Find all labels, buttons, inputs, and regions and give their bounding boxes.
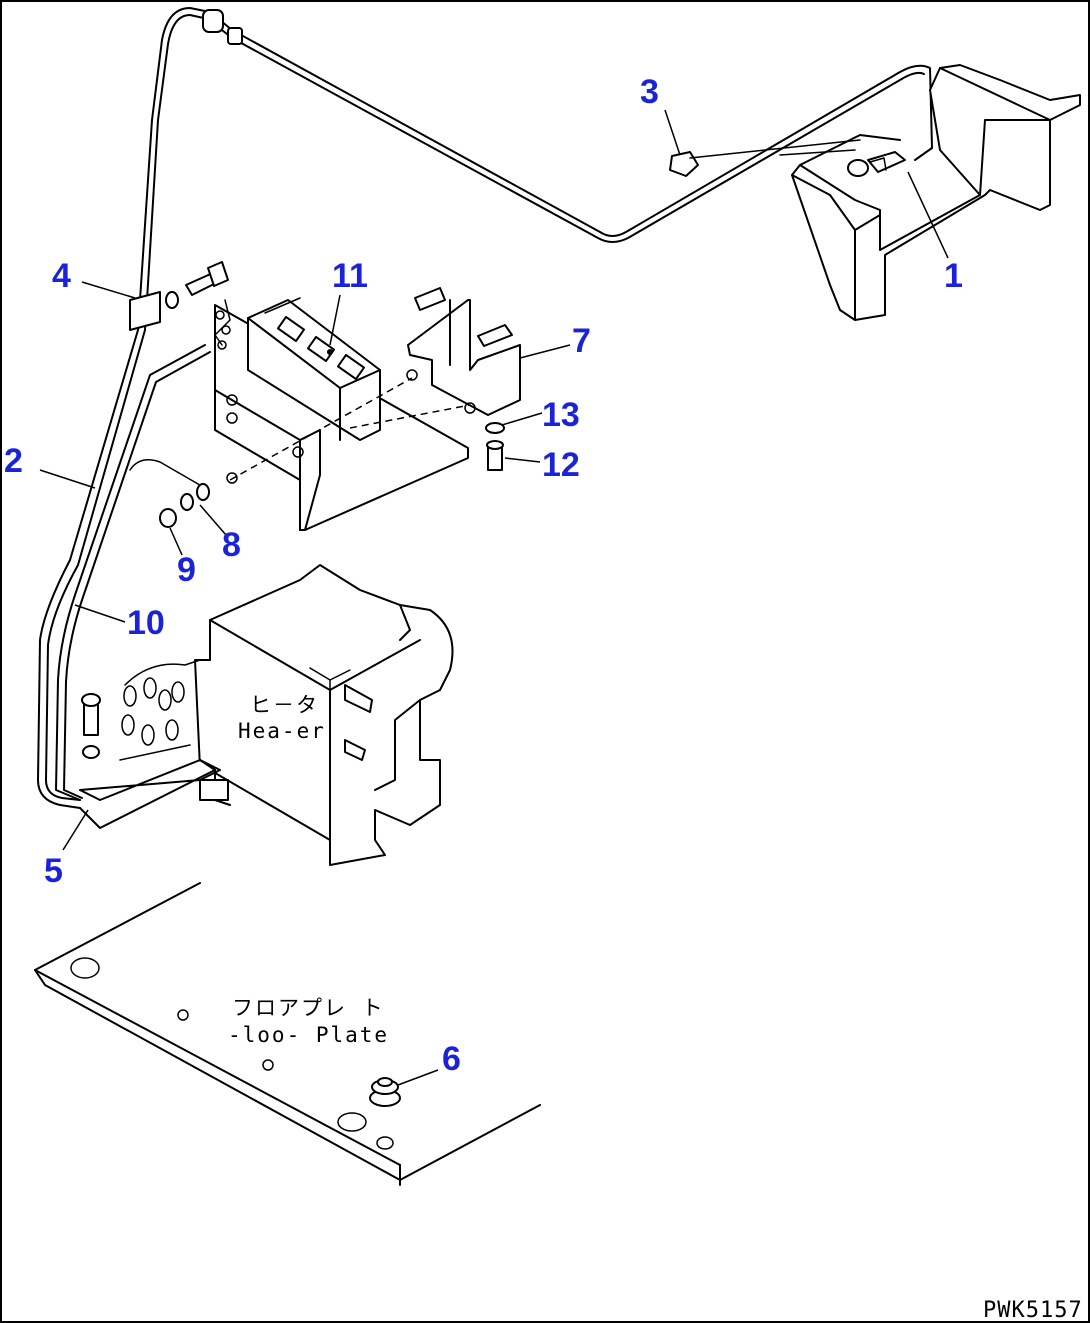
floor-plate [34,882,541,1186]
callout-8: 8 [222,526,241,564]
mount-line-1 [229,377,413,481]
leader-lines [39,109,949,1086]
heater-unit [79,564,454,866]
wiring-harness [37,7,933,809]
mount-line-2 [349,404,471,429]
callout-10: 10 [127,604,165,642]
callout-13: 13 [542,396,580,434]
grommet-item-6 [369,1077,401,1107]
sub-harness [55,344,211,801]
callout-3: 3 [640,73,659,111]
cab-structure [669,64,1081,321]
callout-9: 9 [177,551,196,589]
floor-plate-label-en: -loo- Plate [228,1023,389,1047]
controller-item-11 [214,297,381,441]
callout-4: 4 [52,257,71,295]
clamp-item-4 [129,261,229,331]
harness-connector-top-2 [227,27,243,45]
callout-1: 1 [944,257,963,295]
callout-11: 11 [332,257,368,295]
heater-label-jp: ヒ－タ [250,693,319,717]
callout-5: 5 [44,852,63,890]
callout-12: 12 [542,446,580,484]
floor-plate-label-jp: フロアプレ ト [232,996,385,1020]
callout-7: 7 [572,322,591,360]
bolt-item-12 [485,422,505,471]
harness-connector-top [202,9,224,33]
nut-washer-items-8-9 [159,483,210,528]
callout-2: 2 [4,442,23,480]
callout-6: 6 [442,1040,461,1078]
heater-label-en: Hea-er [238,719,326,743]
drawing-code: PWK5157 [983,1298,1083,1323]
